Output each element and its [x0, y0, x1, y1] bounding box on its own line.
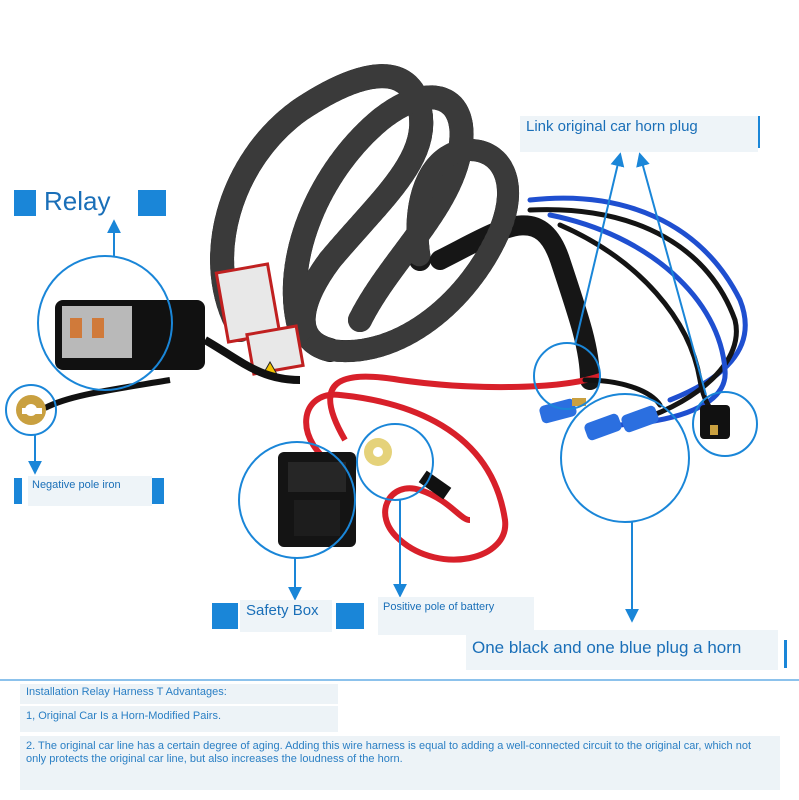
positive-ring-terminal: [364, 438, 392, 466]
negative-ring-terminal: [16, 377, 171, 425]
relay-highlight-circle: [37, 255, 173, 391]
relay-label: Relay: [40, 186, 115, 217]
relay-label-marker-right: [138, 190, 166, 216]
negative-label-marker-right: [152, 478, 164, 504]
plug-horn-label-bar: [784, 640, 787, 668]
relay-component: [55, 300, 301, 384]
safety-box-marker-left: [212, 603, 238, 629]
notes-heading: Installation Relay Harness T Advantages:: [20, 684, 338, 704]
notes-item-2: 2. The original car line has a certain d…: [20, 736, 780, 790]
negative-highlight-circle: [5, 384, 57, 436]
blue-black-wires: [527, 195, 748, 428]
highlight-circles: [5, 255, 758, 559]
red-battery-wire: [303, 373, 601, 563]
link-horn-label: Link original car horn plug: [520, 116, 758, 152]
link-horn-label-bar: [758, 116, 760, 148]
plug-horn-label: One black and one blue plug a horn: [466, 630, 778, 670]
notes-item-1: 1, Original Car Is a Horn-Modified Pairs…: [20, 706, 338, 732]
relay-label-marker-left: [14, 190, 36, 216]
plug-highlight-circle: [692, 391, 758, 457]
connectors-highlight-circle: [560, 393, 690, 523]
wire-highlight-circle: [533, 342, 601, 410]
fuse-highlight-circle: [238, 441, 356, 559]
safety-box-marker-right: [336, 603, 364, 629]
safety-box-label: Safety Box: [240, 600, 332, 632]
positive-highlight-circle: [356, 423, 434, 501]
negative-label: Negative pole iron: [28, 476, 152, 506]
blue-spade-connectors: [539, 398, 659, 441]
fuse-box: [278, 452, 356, 547]
positive-label: Positive pole of battery: [378, 597, 534, 635]
horn-plug: [700, 405, 730, 439]
negative-label-marker-left: [14, 478, 22, 504]
pointer-arrows: [28, 152, 707, 623]
black-wire-harness: [210, 64, 600, 390]
